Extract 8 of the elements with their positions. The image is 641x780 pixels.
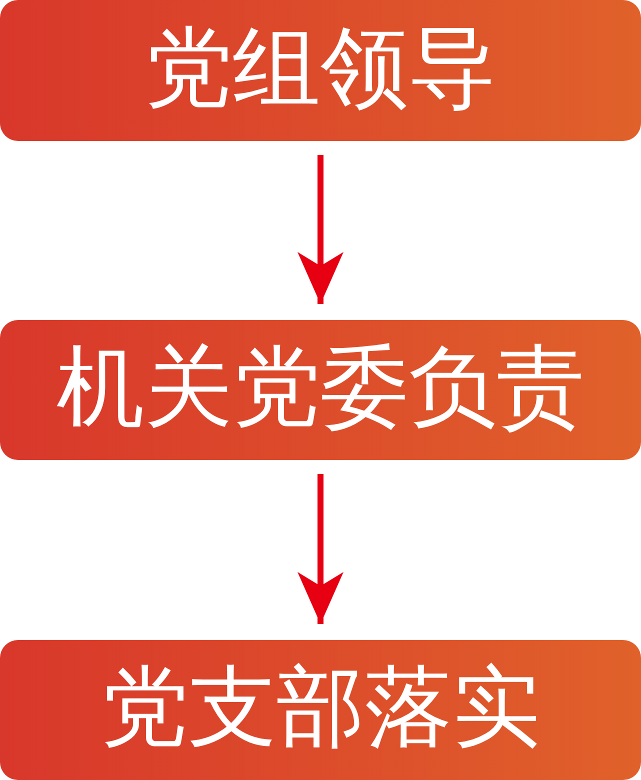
process-box [0,0,641,141]
process-box [0,640,641,780]
arrow [298,155,344,304]
arrow [298,474,344,624]
process-box [0,320,641,460]
box-label: 机关党委负责 [56,343,584,437]
box-label: 党支部落实 [100,663,540,757]
box-label: 党组领导 [144,24,496,118]
